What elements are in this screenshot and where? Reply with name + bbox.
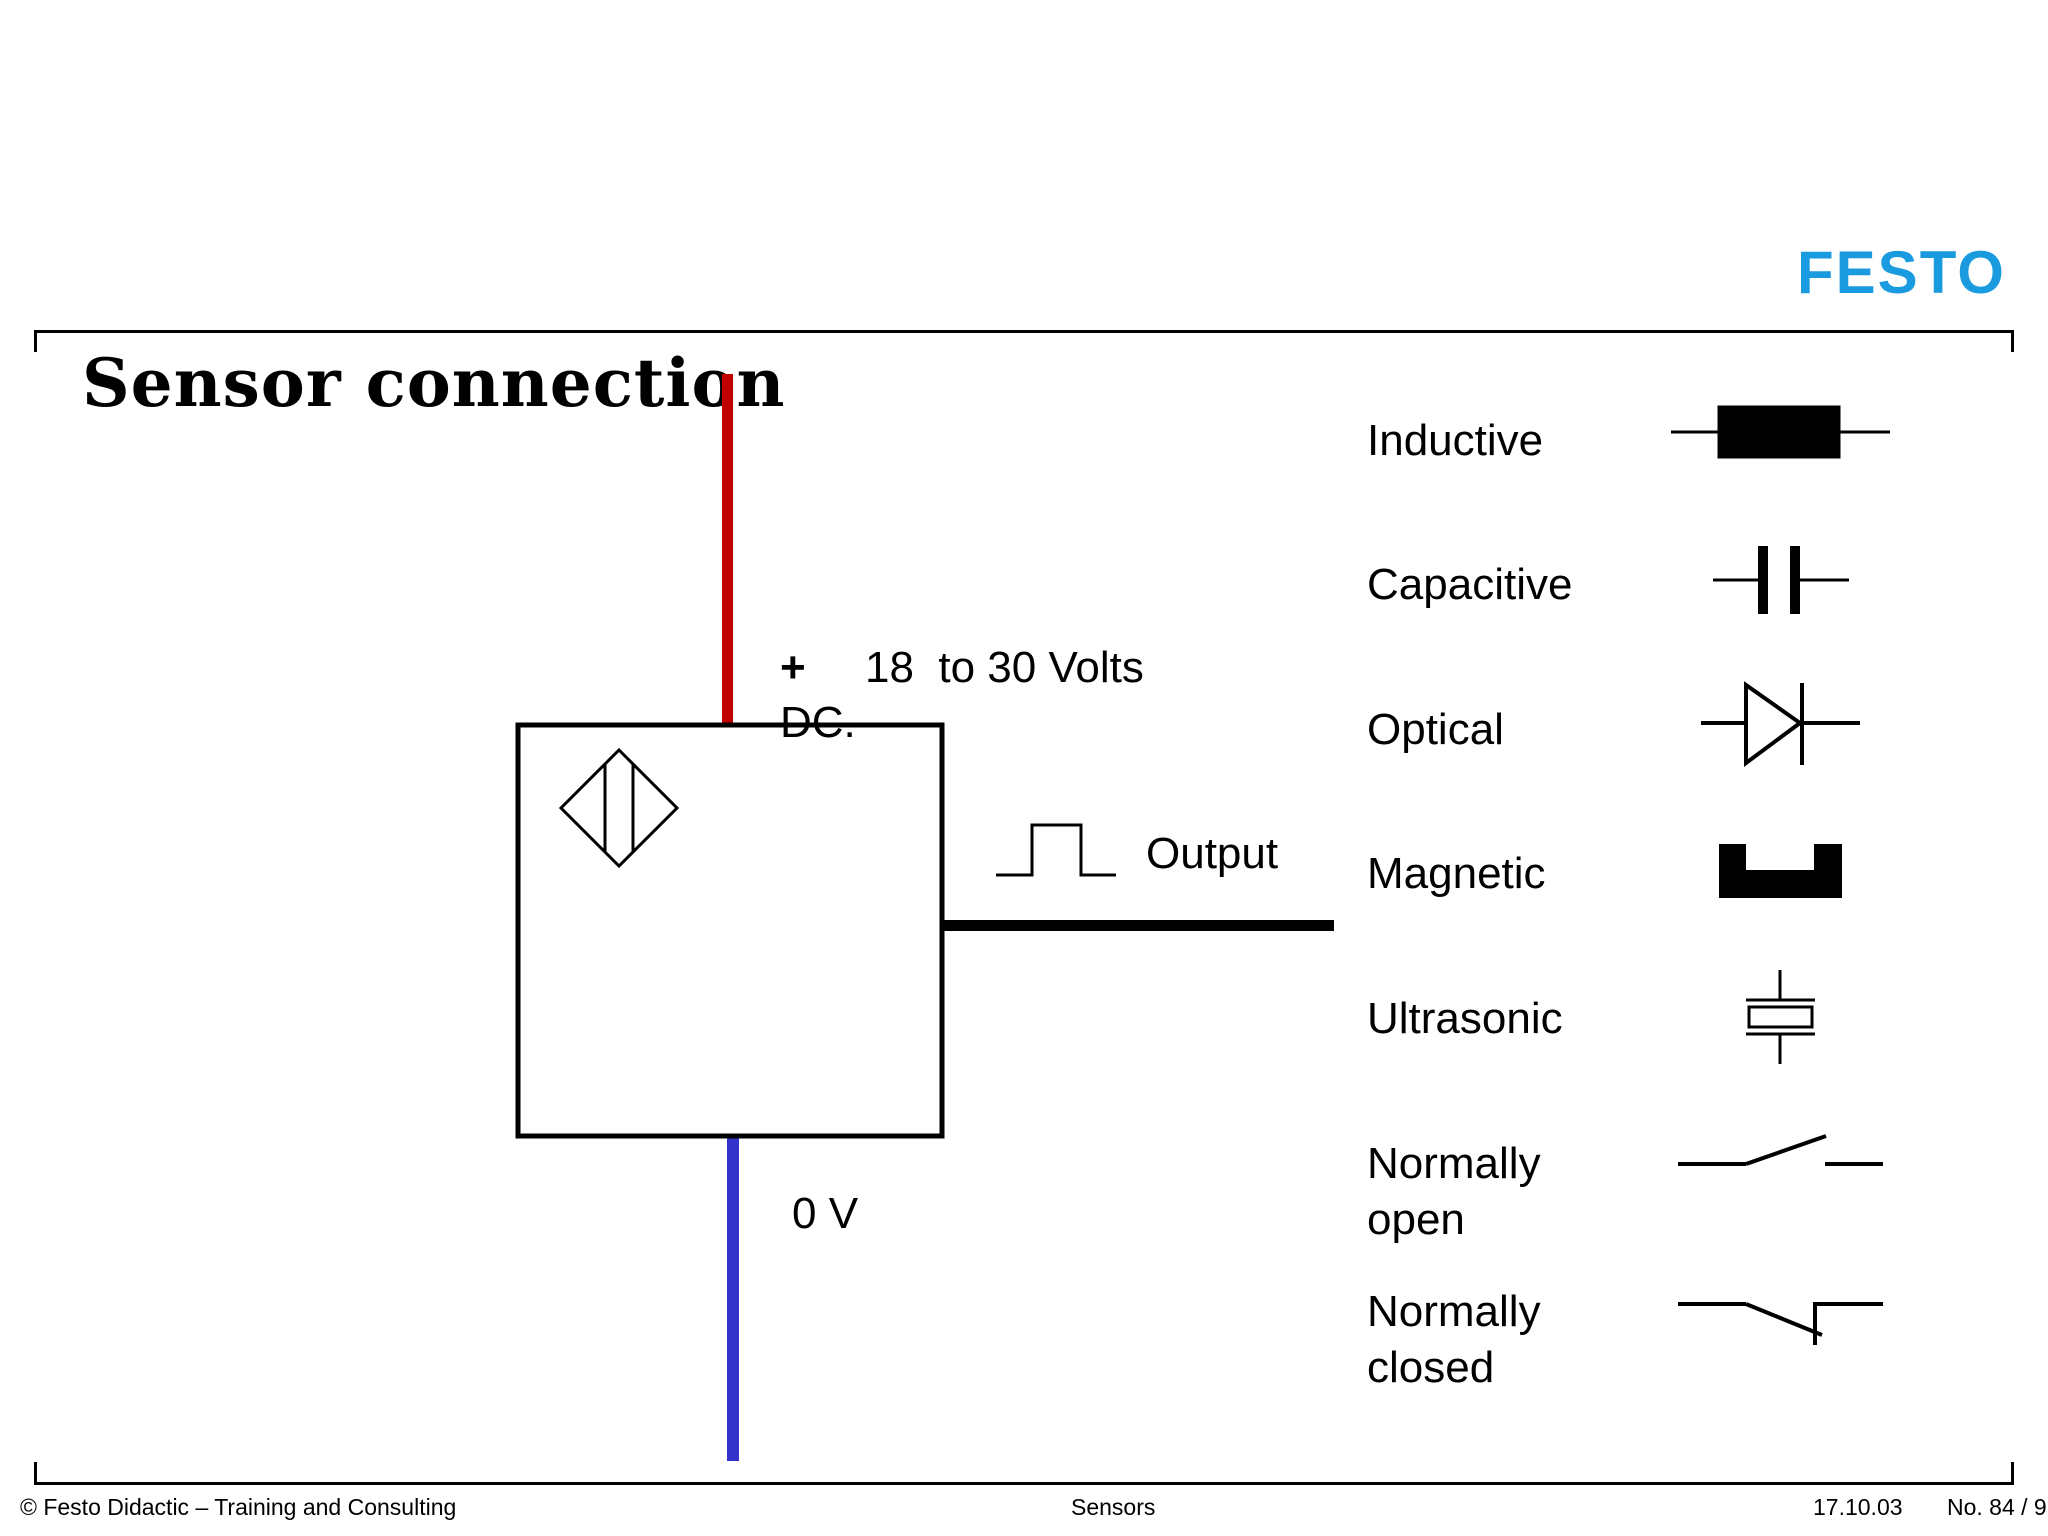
legend-label-normally-closed-line1: Normally	[1367, 1287, 1541, 1336]
top-frame-left-tick	[34, 330, 37, 352]
output-wire	[944, 920, 1334, 931]
normally-closed-symbol-icon	[1678, 1302, 1883, 1345]
pulse-signal-icon	[996, 823, 1116, 877]
legend-label-normally-open-line2: open	[1367, 1195, 1465, 1244]
legend-label-optical: Optical	[1367, 705, 1504, 754]
sensor-box	[515, 722, 945, 1139]
inductive-symbol-icon	[1671, 405, 1890, 459]
legend-label-normally-open: Normally open	[1367, 1136, 1541, 1248]
footer-copyright: © Festo Didactic – Training and Consulti…	[20, 1494, 457, 1520]
ground-voltage-label: 0 V	[792, 1189, 859, 1238]
legend-label-magnetic: Magnetic	[1367, 849, 1546, 898]
legend-label-ultrasonic: Ultrasonic	[1367, 994, 1563, 1043]
footer-date: 17.10.03	[1813, 1494, 1903, 1520]
sensor-symbol-icon	[558, 747, 680, 869]
footer-page-number: No. 84 / 9	[1947, 1494, 2047, 1520]
output-label: Output	[1146, 829, 1279, 878]
footer-topic: Sensors	[1071, 1494, 1156, 1520]
supply-voltage-label: 18 to 30 Volts	[865, 643, 1144, 692]
bottom-frame-left-tick	[34, 1462, 37, 1484]
bottom-frame-line	[34, 1482, 2014, 1485]
legend-label-capacitive: Capacitive	[1367, 560, 1573, 609]
bottom-frame-right-tick	[2011, 1462, 2014, 1484]
ground-wire	[727, 1136, 739, 1461]
legend-label-normally-closed-line2: closed	[1367, 1343, 1495, 1392]
ultrasonic-symbol-icon	[1746, 970, 1815, 1064]
legend-label-inductive: Inductive	[1367, 416, 1544, 465]
legend-label-normally-open-line1: Normally	[1367, 1139, 1541, 1188]
top-frame-line	[34, 330, 2014, 333]
top-frame-right-tick	[2011, 330, 2014, 352]
legend-label-normally-closed: Normally closed	[1367, 1284, 1541, 1396]
capacitive-symbol-icon	[1713, 546, 1849, 614]
normally-open-symbol-icon	[1678, 1134, 1883, 1166]
festo-logo: FESTO	[1797, 239, 2006, 306]
supply-plus-sign: +	[780, 643, 806, 692]
optical-symbol-icon	[1701, 681, 1860, 767]
supply-dc-label: DC.	[780, 698, 856, 747]
page-title: Sensor connection	[82, 344, 786, 422]
magnetic-symbol-icon	[1719, 844, 1842, 898]
positive-supply-wire	[722, 374, 733, 725]
